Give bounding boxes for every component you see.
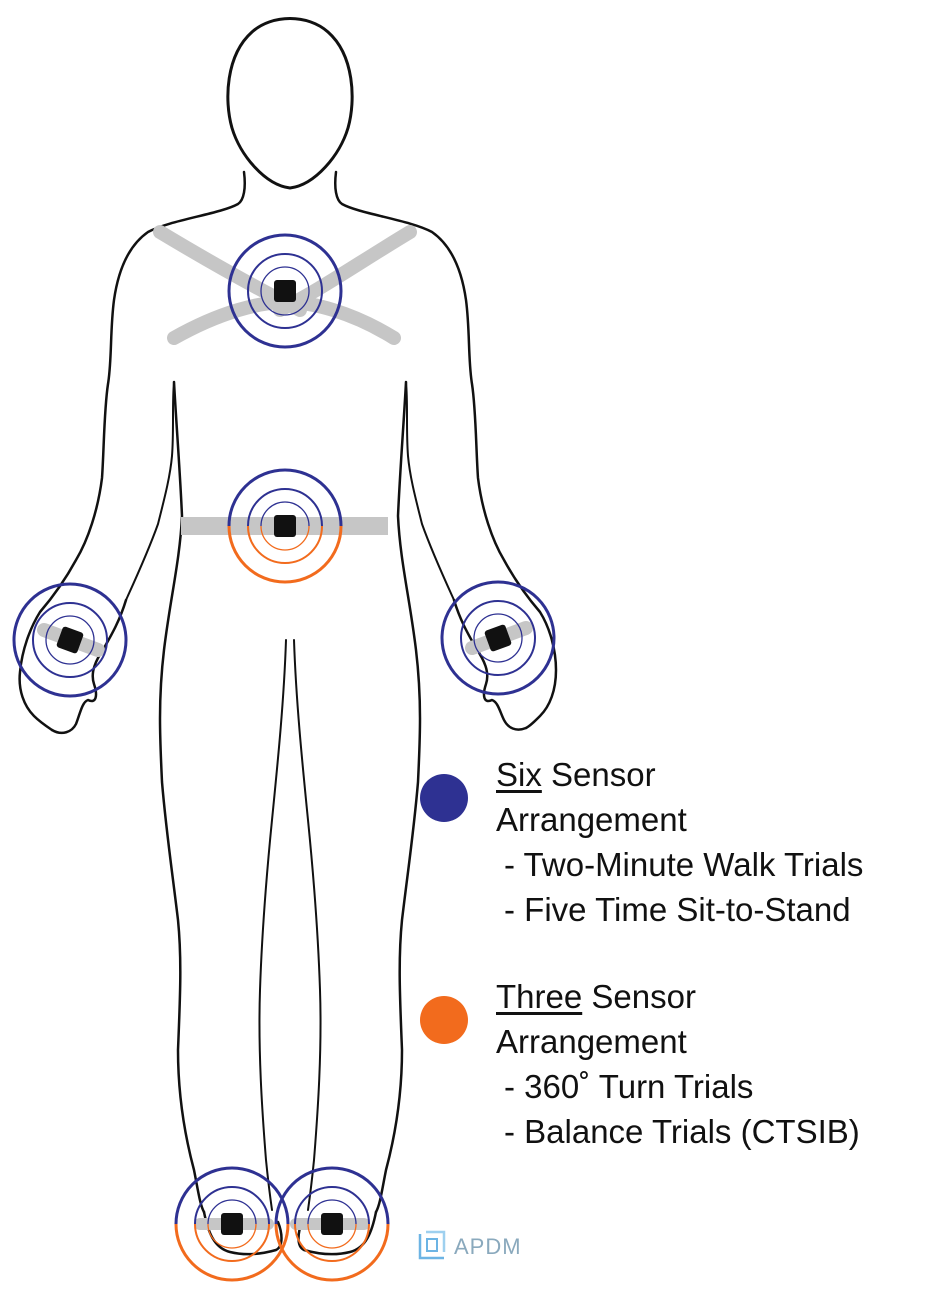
sensor-lumbar: [227, 468, 343, 584]
sensor-ring-six-1: [440, 580, 556, 696]
sensor-ring-six-1: [274, 1166, 390, 1225]
sensor-left-wrist: [12, 582, 128, 698]
sensor-right-wrist: [440, 580, 556, 696]
legend-three-sensor-text: Three Sensor Arrangement - 360˚ Turn Tri…: [496, 974, 927, 1154]
right-torso-outline: [334, 170, 558, 730]
legend-three-title: Three Sensor: [496, 974, 927, 1019]
sensor-ring-six-3: [45, 615, 95, 665]
sensor-ring-six-2: [32, 602, 108, 678]
left-hand-outline: [50, 598, 128, 735]
sensor-ring-three-2: [247, 525, 323, 564]
square-sensor-icon: [274, 280, 296, 302]
sensor-ring-six-3: [307, 1199, 357, 1225]
legend-six-trial-1: - Two-Minute Walk Trials: [504, 846, 864, 883]
sensor-ring-six-2: [294, 1186, 370, 1225]
apdm-logo-mark-icon: [418, 1230, 446, 1260]
legend-three-title-rest: Sensor: [582, 978, 696, 1015]
sensor-ring-six-1: [227, 233, 343, 349]
legend-six-sensor-text: Six Sensor Arrangement - Two-Minute Walk…: [496, 752, 927, 932]
sensor-ring-six-2: [247, 253, 323, 329]
sensor-ring-three-3: [260, 525, 310, 551]
square-sensor-icon: [56, 626, 84, 654]
sensor-ring-three-3: [307, 1223, 357, 1249]
legend-three-trial-2: - Balance Trials (CTSIB): [504, 1113, 860, 1150]
legend-three-title-line2: Arrangement: [496, 1023, 687, 1060]
left-side-body: [158, 380, 206, 1214]
legend-six-title: Six Sensor: [496, 752, 927, 797]
legend-three-emphasis: Three: [496, 978, 583, 1015]
sensor-ring-six-2: [247, 488, 323, 527]
left-torso-outline: [18, 170, 246, 732]
legend-six-title-rest: Sensor: [541, 756, 656, 793]
legend-six-title-line2: Arrangement: [496, 801, 687, 838]
right-side-body: [374, 380, 422, 1214]
sensor-straps: [37, 225, 533, 1230]
square-sensor-icon: [274, 515, 296, 537]
three-sensor-color-swatch: [420, 996, 468, 1044]
sensor-ring-six-1: [12, 582, 128, 698]
legend-six-emphasis: Six: [496, 756, 542, 793]
square-sensor-icon: [484, 624, 512, 652]
sensor-layer: [12, 233, 556, 1282]
left-inner-arm: [125, 381, 175, 601]
sensor-ring-six-2: [194, 1186, 270, 1225]
chest-strap-band: [167, 294, 401, 345]
sensor-ring-three-3: [207, 1223, 257, 1249]
sensor-ring-six-3: [260, 501, 310, 527]
apdm-logo: APDM: [418, 1230, 522, 1260]
sensor-ring-six-3: [473, 613, 523, 663]
sensor-ring-three-2: [294, 1223, 370, 1262]
sensor-ring-six-3: [207, 1199, 257, 1225]
right-hand-outline: [452, 598, 528, 731]
left-inner-leg: [258, 639, 287, 1211]
square-sensor-icon: [321, 1213, 343, 1235]
sensor-ring-six-1: [227, 468, 343, 527]
legend-six-trial-2: - Five Time Sit-to-Stand: [504, 891, 851, 928]
head-outline: [226, 17, 354, 190]
six-sensor-color-swatch: [420, 774, 468, 822]
sensor-sternum: [227, 233, 343, 349]
legend-three-trial-1: - 360˚ Turn Trials: [504, 1068, 754, 1105]
sensor-ring-six-3: [260, 266, 310, 316]
sensor-ring-six-2: [460, 600, 536, 676]
right-inner-leg: [293, 639, 322, 1211]
sensor-ring-three-2: [194, 1223, 270, 1262]
human-body-outline: [18, 17, 558, 1256]
sensor-ring-three-1: [227, 525, 343, 584]
square-sensor-icon: [221, 1213, 243, 1235]
right-inner-arm: [405, 381, 455, 601]
sensor-ring-three-1: [274, 1223, 390, 1282]
sensor-right-foot: [274, 1166, 390, 1282]
apdm-logo-text: APDM: [454, 1234, 522, 1259]
